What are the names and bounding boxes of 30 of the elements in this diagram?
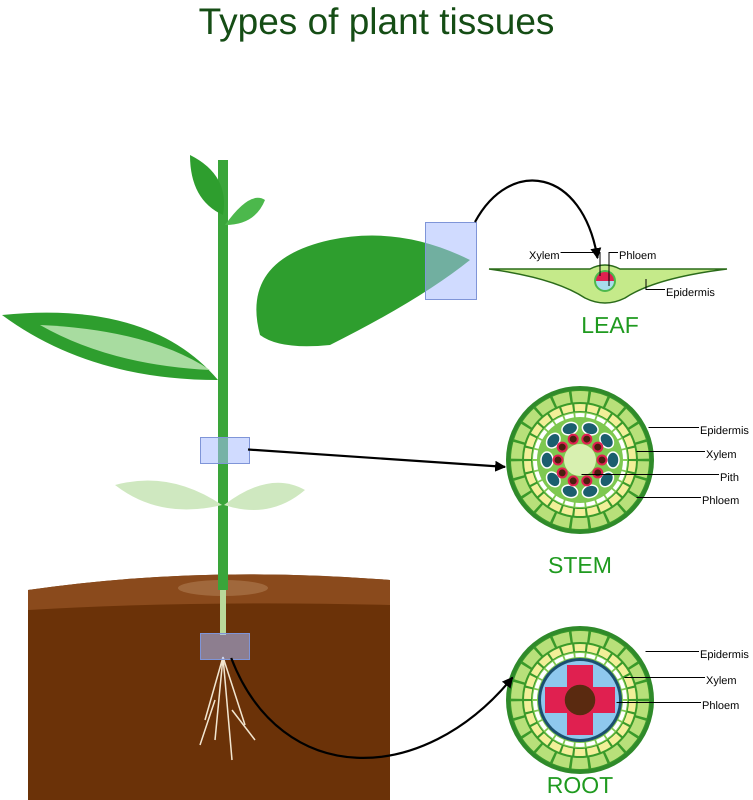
arrow [248,448,506,472]
arrow [474,180,601,260]
leader-line [608,252,618,286]
section-heading: ROOT [546,772,614,798]
leader-line [646,651,700,652]
section-heading: LEAF [580,312,640,338]
leader-line [648,427,700,428]
part-label: Phloem [702,700,740,712]
section-heading: STEM [547,552,613,578]
leader-line [646,278,666,290]
section-window [200,633,250,660]
part-label: Phloem [619,250,656,262]
part-label: Pith [720,472,739,484]
leader-line [616,702,702,704]
part-label: Xylem [706,449,737,461]
part-label: Xylem [529,250,560,262]
leader-line [582,474,720,476]
part-label: Epidermis [666,287,715,299]
title: Types of plant tissues [198,0,556,44]
section-window [425,222,477,300]
part-label: Xylem [706,675,737,687]
part-label: Epidermis [700,425,749,437]
part-label: Epidermis [700,649,749,661]
leader-line [636,451,706,452]
leader-line [560,252,600,276]
part-label: Phloem [702,495,740,507]
section-window [200,437,250,464]
leader-line [636,497,702,498]
arrow [230,658,514,759]
leader-line [624,677,706,678]
